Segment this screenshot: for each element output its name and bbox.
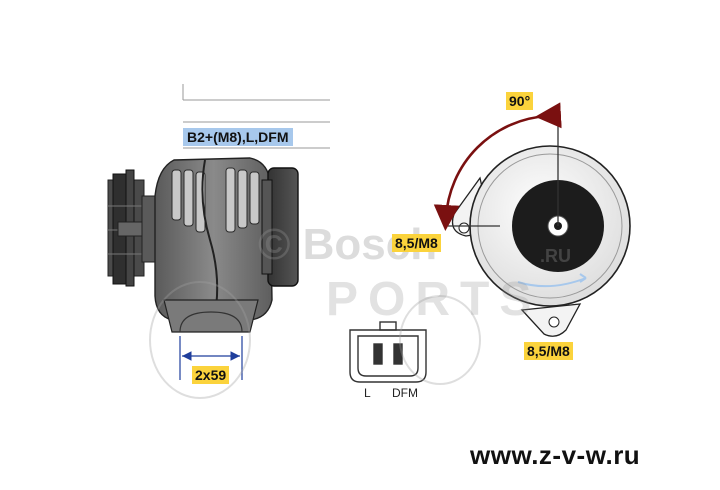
watermark-ports: PORTS bbox=[326, 273, 542, 326]
watermark-shapes bbox=[149, 281, 481, 399]
angle-label: 90° bbox=[506, 92, 534, 110]
connector-plug bbox=[349, 321, 427, 383]
mount-thread-left-label: 8,5/M8 bbox=[392, 234, 441, 252]
pin-label-dfm: DFM bbox=[392, 386, 418, 400]
terminal-label: B2+(M8),L,DFM bbox=[183, 128, 293, 146]
terminal-leader-lines bbox=[182, 84, 330, 149]
housing-seam bbox=[201, 159, 219, 321]
pulley-dimension bbox=[179, 336, 243, 380]
pulley-dimension-label: 2x59 bbox=[192, 366, 230, 384]
alternator-side-view bbox=[107, 157, 299, 333]
mount-thread-bottom-label: 8,5/M8 bbox=[524, 342, 573, 360]
pin-label-l: L bbox=[364, 386, 371, 400]
angle-indicator bbox=[433, 102, 562, 231]
pulley bbox=[107, 169, 157, 287]
mounting-foot bbox=[163, 299, 259, 333]
watermark-domain-suffix: .RU bbox=[540, 246, 571, 266]
cooling-fins bbox=[171, 167, 260, 233]
website-footer: www.z-v-w.ru bbox=[470, 440, 641, 470]
